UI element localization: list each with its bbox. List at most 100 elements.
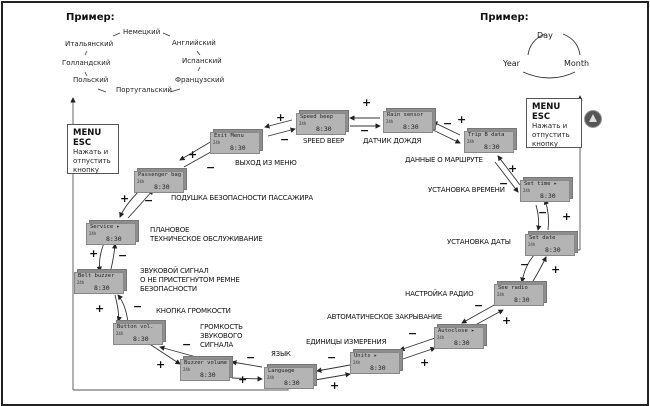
screen-name: Language bbox=[268, 368, 295, 374]
label-see-radio: НАСТРОЙКА РАДИО bbox=[405, 290, 474, 298]
label-trip-data: ДАННЫЕ О МАРШРУТЕ bbox=[405, 156, 483, 164]
menu-esc-title: MENU ESC bbox=[73, 128, 102, 148]
label-units: ЕДИНИЦЫ ИЗМЕРЕНИЯ bbox=[306, 338, 387, 346]
screen-name: Exit Menu bbox=[214, 133, 244, 139]
screen-time: 8:30 bbox=[540, 192, 556, 200]
minus-sign: − bbox=[280, 133, 290, 146]
plus-sign: + bbox=[551, 263, 561, 276]
screen-name: Service ▸ bbox=[90, 224, 120, 230]
screen-sub: 24h bbox=[353, 360, 361, 365]
screen-sub: 24h bbox=[528, 242, 536, 247]
label-line: ПЛАНОВОЕ bbox=[150, 226, 190, 234]
language-german: Немецкий bbox=[123, 28, 161, 36]
screen-sub: 24h bbox=[267, 375, 275, 380]
label-button-vol: КНОПКА ГРОМКОСТИ bbox=[156, 307, 231, 315]
plus-sign: + bbox=[457, 113, 467, 126]
plus-sign: + bbox=[89, 247, 99, 260]
label-line: ЗВУКОВОГО bbox=[200, 332, 243, 340]
screen-sub: 24h bbox=[467, 139, 475, 144]
plus-sign: + bbox=[508, 162, 518, 175]
screen-button-vol: Button vol. 24h 8:30 bbox=[113, 320, 166, 345]
screen-time: 8:30 bbox=[284, 379, 300, 387]
label-exit-menu: ВЫХОД ИЗ МЕНЮ bbox=[235, 159, 297, 167]
plus-sign: + bbox=[238, 373, 248, 386]
menu-esc-title: MENU ESC bbox=[532, 102, 561, 122]
screen-rain-sensor: Rain sensor 24h 8:30 bbox=[383, 108, 436, 133]
screen-time: 8:30 bbox=[106, 235, 122, 243]
screen-name: Units ▸ bbox=[354, 353, 378, 359]
screen-time: 8:30 bbox=[200, 371, 216, 379]
screen-sub: 24h bbox=[523, 188, 531, 193]
label-line: СИГНАЛА bbox=[200, 341, 234, 349]
screen-set-time: Set time ▸ 24h 8:30 bbox=[520, 177, 573, 202]
language-polish: Польский bbox=[73, 76, 109, 84]
screen-sub: 24h bbox=[116, 331, 124, 336]
minus-sign: − bbox=[360, 124, 370, 137]
screen-time: 8:30 bbox=[370, 364, 386, 372]
screen-name: Belt buzzer bbox=[78, 273, 115, 279]
label-service: ПЛАНОВОЕ ТЕХНИЧЕСКОЕ ОБСЛУЖИВАНИЕ bbox=[150, 226, 263, 244]
screen-belt-buzzer: Belt buzzer 24h 8:30 bbox=[74, 269, 127, 294]
screen-name: Speed beep bbox=[300, 114, 334, 120]
screen-name: Rain sensor bbox=[387, 112, 424, 118]
screen-see-radio: See radio 24h 8:30 bbox=[494, 281, 547, 306]
minus-sign: − bbox=[408, 327, 418, 340]
language-dutch: Голландский bbox=[62, 59, 111, 67]
minus-sign: − bbox=[246, 351, 256, 364]
screen-name: Trip B data bbox=[468, 132, 505, 138]
minus-sign: − bbox=[474, 299, 484, 312]
screen-language: Language 24h 8:30 bbox=[264, 364, 317, 389]
screen-sub: 24h bbox=[89, 231, 97, 236]
label-line: БЕЗОПАСНОСТИ bbox=[140, 285, 197, 293]
screen-time: 8:30 bbox=[545, 246, 561, 254]
screen-time: 8:30 bbox=[316, 125, 332, 133]
plus-sign: + bbox=[188, 148, 198, 161]
menu-esc-line: отпустить bbox=[73, 157, 111, 165]
plus-sign: + bbox=[420, 356, 430, 369]
screen-sub: 24h bbox=[183, 367, 191, 372]
minus-sign: − bbox=[118, 249, 128, 262]
label-set-date: УСТАНОВКА ДАТЫ bbox=[447, 238, 511, 246]
label-line: О НЕ ПРИСТЕГНУТОМ РЕМНЕ bbox=[140, 276, 240, 284]
menu-esc-line: Нажать и bbox=[73, 148, 109, 156]
screen-sub: 24h bbox=[137, 179, 145, 184]
label-rain-sensor: ДАТЧИК ДОЖДЯ bbox=[363, 137, 422, 145]
minus-sign: − bbox=[144, 194, 154, 207]
language-english: Английский bbox=[172, 39, 216, 47]
minus-sign: − bbox=[206, 161, 216, 174]
label-set-time: УСТАНОВКА ВРЕМЕНИ bbox=[428, 186, 505, 194]
label-line: ТЕХНИЧЕСКОЕ ОБСЛУЖИВАНИЕ bbox=[150, 235, 263, 243]
screen-name: Button vol. bbox=[117, 324, 154, 330]
language-french: Французский bbox=[175, 76, 225, 84]
plus-sign: + bbox=[156, 358, 166, 371]
language-cycle-dashes bbox=[84, 32, 201, 93]
menu-esc-note-right: MENU ESC Нажать и отпустить кнопку bbox=[526, 98, 582, 148]
screen-units: Units ▸ 24h 8:30 bbox=[350, 349, 403, 374]
plus-sign: + bbox=[502, 314, 512, 327]
screen-sub: 24h bbox=[299, 121, 307, 126]
minus-sign: − bbox=[538, 206, 548, 219]
menu-esc-note-left: MENU ESC Нажать и отпустить кнопку bbox=[67, 124, 119, 174]
minus-sign: − bbox=[520, 258, 530, 271]
plus-sign: + bbox=[330, 379, 340, 392]
cycle-year: Year bbox=[503, 59, 520, 68]
screen-autoclose: Autoclose ▸ 24h 8:30 bbox=[434, 324, 487, 349]
menu-esc-line: кнопку bbox=[73, 166, 100, 174]
screen-speed-beep: Speed beep 24h 8:30 bbox=[296, 110, 349, 135]
plus-sign: + bbox=[362, 96, 372, 109]
screen-name: Autoclose ▸ bbox=[438, 328, 475, 334]
screen-sub: 24h bbox=[437, 335, 445, 340]
minus-sign: − bbox=[499, 177, 509, 190]
screen-time: 8:30 bbox=[514, 296, 530, 304]
screen-trip-data: Trip B data 24h 8:30 bbox=[464, 128, 517, 153]
screen-sub: 24h bbox=[77, 280, 85, 285]
label-line: ГРОМКОСТЬ bbox=[200, 323, 243, 331]
screen-name: Buzzer volume bbox=[184, 360, 228, 366]
minus-sign: − bbox=[133, 300, 143, 313]
minus-sign: − bbox=[327, 351, 337, 364]
cycle-month: Month bbox=[564, 59, 590, 68]
screen-passenger-bag: Passenger bag 24h 8:30 bbox=[134, 168, 187, 193]
menu-esc-line: отпустить bbox=[532, 131, 570, 139]
